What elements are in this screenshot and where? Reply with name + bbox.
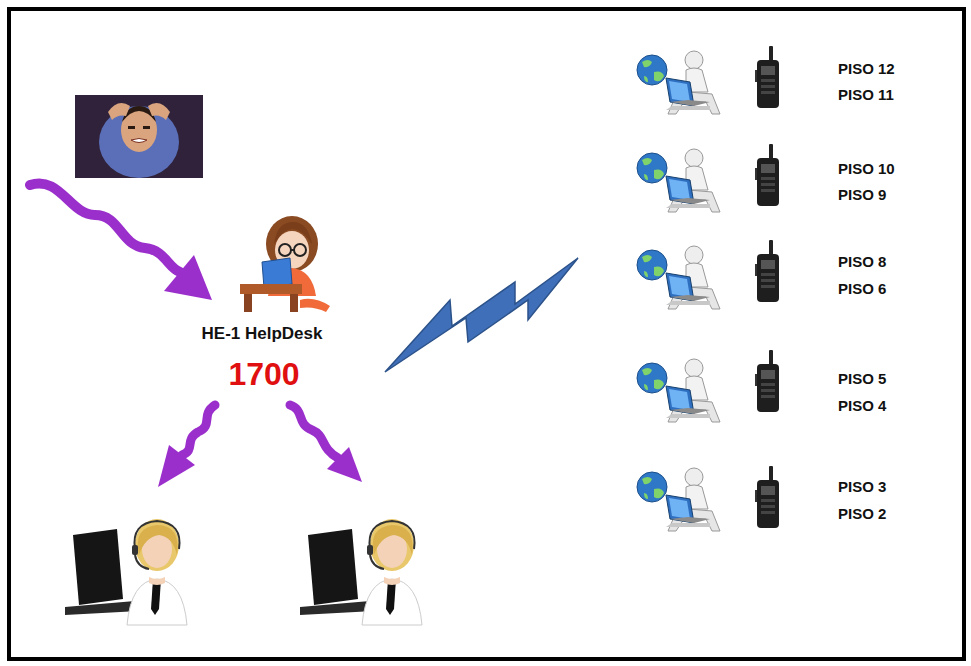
operator <box>65 519 422 625</box>
radio <box>755 46 779 528</box>
purple-arrow <box>30 183 212 300</box>
floor-label: PISO 9 <box>838 186 886 204</box>
floor-label: PISO 2 <box>838 505 886 523</box>
frame <box>9 9 964 659</box>
floor-label: PISO 11 <box>838 86 894 104</box>
phone-extension: 1700 <box>228 355 299 393</box>
floor-label: PISO 8 <box>838 253 886 271</box>
purple-arrow <box>158 405 215 487</box>
service-name: HE-1 HelpDesk <box>202 324 323 344</box>
purple-arrow <box>290 405 362 482</box>
technician <box>637 51 720 531</box>
floor-label: PISO 12 <box>838 60 895 78</box>
helpdesk-agent <box>240 216 330 312</box>
lightning-bolt <box>385 258 578 372</box>
floor-label: PISO 6 <box>838 280 886 298</box>
frustrated-person <box>75 95 203 178</box>
floor-label: PISO 5 <box>838 370 886 388</box>
floor-label: PISO 4 <box>838 397 886 415</box>
floor-label: PISO 10 <box>838 160 895 178</box>
floor-label: PISO 3 <box>838 478 886 496</box>
